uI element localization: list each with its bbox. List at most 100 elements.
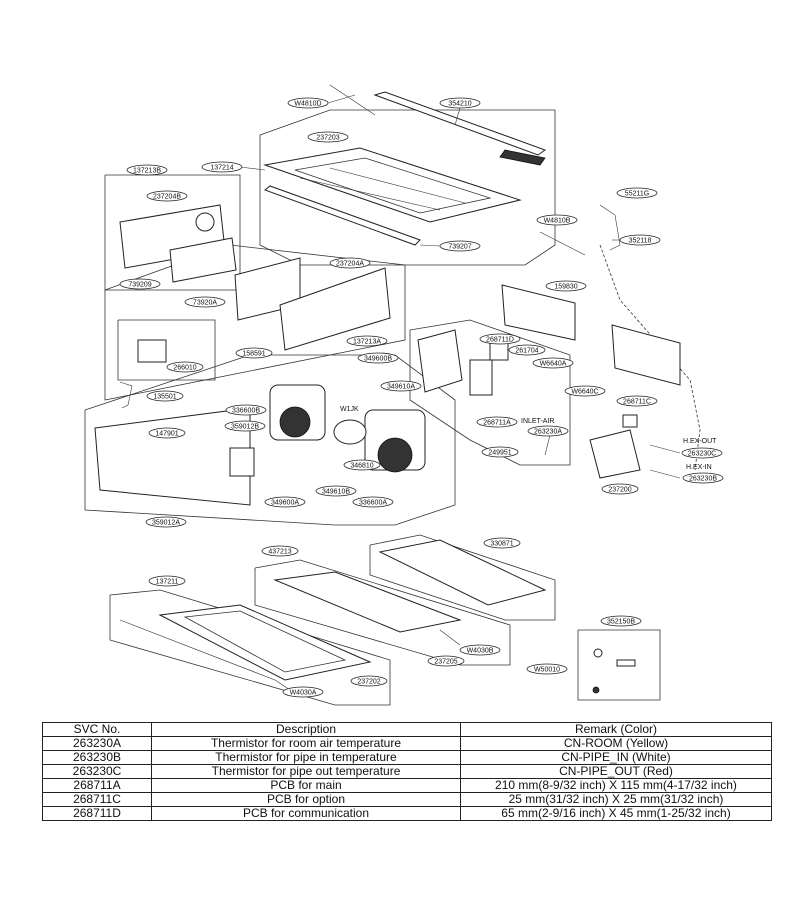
leader-W4810D (327, 94, 356, 104)
callout-263230A: 263230A (527, 425, 569, 437)
control-box-cover (417, 329, 463, 393)
callout-137213B: 137213B (126, 164, 168, 176)
svg-text:266010: 266010 (173, 365, 196, 372)
callout-237204A: 237204A (329, 257, 371, 269)
callout-237200: 237200 (601, 483, 639, 495)
filter-frame-left (501, 284, 576, 341)
callout-346810: 346810 (343, 459, 381, 471)
svg-text:268711C: 268711C (623, 399, 651, 406)
group-outline-control-box (409, 319, 571, 466)
callout-336600B: 336600B (225, 404, 267, 416)
cell-remark: CN-ROOM (Yellow) (460, 736, 772, 751)
drain-screw (592, 686, 600, 694)
cell-svc-no: 268711A (42, 778, 152, 793)
svg-text:W50010: W50010 (534, 667, 560, 674)
table-row: 263230C Thermistor for pipe out temperat… (42, 764, 772, 779)
callout-137213A: 137213A (346, 335, 388, 347)
table-row: 263230A Thermistor for room air temperat… (42, 736, 772, 751)
top-rail-hinge (499, 149, 546, 166)
drain-pan-edge (119, 619, 276, 681)
svg-text:55211G: 55211G (625, 191, 649, 198)
svg-text:W4810D: W4810D (294, 101, 321, 108)
svg-text:W6640A: W6640A (540, 361, 567, 368)
svg-text:263230A: 263230A (534, 429, 562, 436)
svg-text:W4030A: W4030A (290, 690, 317, 697)
callout-W4030A: W4030A (282, 686, 324, 698)
cover-rib-a (299, 177, 441, 211)
svg-text:W4030B: W4030B (467, 648, 494, 655)
callout-73920A: 73920A (184, 296, 226, 308)
svg-text:237203: 237203 (316, 135, 339, 142)
svg-text:147901: 147901 (155, 431, 178, 438)
svg-text:349600B: 349600B (364, 356, 392, 363)
electrical-box (137, 339, 167, 363)
svg-text:349610B: 349610B (322, 489, 350, 496)
svg-text:H.EX-IN: H.EX-IN (686, 464, 712, 471)
svg-text:W1JK: W1JK (340, 406, 359, 413)
cell-description: Thermistor for pipe in temperature (151, 750, 461, 765)
group-outline-filter (254, 559, 511, 666)
svg-text:INLET-AIR: INLET-AIR (521, 418, 554, 425)
callout-354210: 354210 (439, 97, 481, 109)
cell-description: PCB for main (151, 778, 461, 793)
callout-158591: 158591 (235, 347, 273, 359)
callout-W4810B: W4810B (536, 214, 578, 226)
callout-W6640A: W6640A (532, 357, 574, 369)
drain-pan-body (158, 604, 372, 681)
middle-panel-b (279, 267, 391, 351)
table-row: 268711D PCB for communication 65 mm(2-9/… (42, 806, 772, 821)
svg-text:137214: 137214 (210, 165, 233, 172)
cell-svc-no: 268711D (42, 806, 152, 821)
callout-739207: 739207 (439, 240, 481, 252)
mount-clip (119, 381, 133, 409)
svg-text:249951: 249951 (488, 450, 511, 457)
svg-text:336600A: 336600A (359, 500, 387, 507)
svg-text:359012B: 359012B (231, 424, 259, 431)
callout-249951: 249951 (481, 446, 519, 458)
callout-W50010: W50010 (526, 663, 568, 675)
callout-147901: 147901 (148, 427, 186, 439)
callout-437213: 437213 (261, 545, 299, 557)
table-row: 268711C PCB for option 25 mm(31/32 inch)… (42, 792, 772, 807)
svg-text:349610A: 349610A (387, 384, 415, 391)
leader-263230A (544, 434, 551, 456)
cell-description: Thermistor for pipe out temperature (151, 764, 461, 779)
pcb-main (469, 359, 493, 396)
leader-263230C (649, 444, 681, 454)
svg-text:268711A: 268711A (483, 420, 511, 427)
callout-739209: 739209 (119, 278, 161, 290)
top-rail (373, 91, 547, 156)
leader-137214 (239, 166, 266, 171)
pcb-option (622, 414, 638, 428)
leader-W4030B (439, 629, 461, 646)
leader-354210 (454, 107, 461, 126)
svg-text:437213: 437213 (268, 549, 291, 556)
callout-W4810D: W4810D (287, 97, 329, 109)
fan-wheel-right (377, 437, 413, 473)
cell-svc-no: 263230A (42, 736, 152, 751)
leader-739207 (419, 244, 441, 247)
cell-remark: 210 mm(8-9/32 inch) X 115 mm(4-17/32 inc… (460, 778, 772, 793)
svg-text:352118: 352118 (629, 238, 652, 245)
svg-text:237205: 237205 (434, 659, 457, 666)
callout-263230C: 263230C (681, 447, 723, 459)
svg-text:352150B: 352150B (607, 619, 635, 626)
sensor-bracket (589, 429, 641, 479)
callout-268711C: 268711C (616, 395, 658, 407)
svg-text:237200: 237200 (608, 487, 631, 494)
svg-text:H.EX-OUT: H.EX-OUT (683, 438, 717, 445)
cell-remark: 65 mm(2-9/16 inch) X 45 mm(1-25/32 inch) (460, 806, 772, 821)
svg-text:158591: 158591 (242, 351, 265, 358)
header-remark: Remark (Color) (460, 722, 772, 737)
svg-text:739207: 739207 (448, 244, 471, 251)
motor-mount (229, 447, 255, 477)
drain-pan-inner (183, 610, 347, 673)
svg-text:330871: 330871 (490, 541, 513, 548)
callout-349600B: 349600B (357, 352, 399, 364)
leader-W4030A (274, 679, 291, 691)
fan-wheel-left (279, 406, 311, 438)
svg-text:739209: 739209 (128, 282, 151, 289)
svg-text:263230C: 263230C (688, 451, 716, 458)
side-panel-insulation (169, 237, 237, 283)
callout-237204B: 237204B (146, 190, 188, 202)
